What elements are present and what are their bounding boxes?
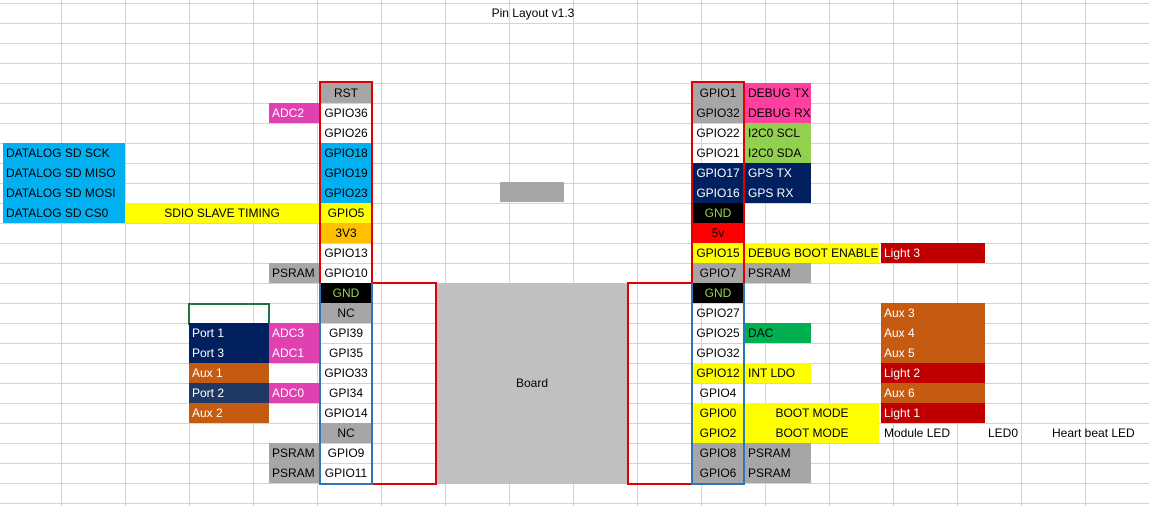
- right-pin-5v[interactable]: 5v: [693, 223, 743, 243]
- left-side-label[interactable]: PSRAM: [269, 443, 319, 463]
- left-pin-gpio23[interactable]: GPIO23: [321, 183, 371, 203]
- right-lower-outline: [627, 282, 693, 485]
- right-func-label[interactable]: GPS TX: [745, 163, 811, 183]
- right-extra-label[interactable]: Aux 5: [881, 343, 985, 363]
- right-func-label[interactable]: BOOT MODE: [745, 403, 879, 423]
- right-func-label[interactable]: I2C0 SDA: [745, 143, 811, 163]
- left-lower-outline: [371, 282, 437, 485]
- right-pin-gpio32[interactable]: GPIO32: [693, 103, 743, 123]
- left-pin-gpio5[interactable]: GPIO5: [321, 203, 371, 223]
- left-side-label[interactable]: ADC1: [269, 343, 319, 363]
- right-pin-gpio7[interactable]: GPIO7: [693, 263, 743, 283]
- right-pin-gpio32[interactable]: GPIO32: [696, 346, 740, 360]
- heartbeat-note[interactable]: Heart beat LED: [1052, 426, 1135, 440]
- left-pin-gpio26[interactable]: GPIO26: [324, 126, 368, 140]
- left-pin-rst[interactable]: RST: [321, 83, 371, 103]
- board-marker: [500, 182, 564, 202]
- right-func-label[interactable]: DEBUG BOOT ENABLE: [745, 243, 879, 263]
- right-extra-label[interactable]: Light 2: [881, 363, 985, 383]
- datalog-label[interactable]: DATALOG SD MISO: [3, 163, 125, 183]
- right-pin-gpio6[interactable]: GPIO6: [693, 463, 743, 483]
- right-func-label[interactable]: DEBUG RX: [745, 103, 811, 123]
- datalog-label[interactable]: DATALOG SD SCK: [3, 143, 125, 163]
- left-pin-nc[interactable]: NC: [321, 423, 371, 443]
- right-pin-gpio22[interactable]: GPIO22: [696, 126, 740, 140]
- right-func-label[interactable]: PSRAM: [745, 463, 811, 483]
- right-pin-gpio21[interactable]: GPIO21: [696, 146, 740, 160]
- left-pin-gpio9[interactable]: GPIO9: [327, 446, 365, 460]
- right-func-label[interactable]: DAC: [745, 323, 811, 343]
- left-port-label[interactable]: Port 3: [189, 343, 269, 363]
- right-pin-gpio17[interactable]: GPIO17: [693, 163, 743, 183]
- right-extra-label[interactable]: Light 3: [881, 243, 985, 263]
- right-pin-gnd[interactable]: GND: [693, 203, 743, 223]
- left-pin-gpio14[interactable]: GPIO14: [324, 406, 368, 420]
- left-pin-gpio33[interactable]: GPIO33: [324, 366, 368, 380]
- left-side-label[interactable]: ADC0: [269, 383, 319, 403]
- right-func-label[interactable]: INT LDO: [745, 363, 811, 383]
- led-label[interactable]: LED0: [988, 426, 1019, 440]
- left-side-label[interactable]: ADC2: [269, 103, 319, 123]
- left-pin-gpio36[interactable]: GPIO36: [324, 106, 368, 120]
- left-port-label[interactable]: Port 1: [189, 323, 269, 343]
- left-pin-gpi35[interactable]: GPI35: [328, 346, 364, 360]
- left-pin-gpio19[interactable]: GPIO19: [321, 163, 371, 183]
- right-pin-gpio4[interactable]: GPIO4: [699, 386, 737, 400]
- right-pin-gpio12[interactable]: GPIO12: [693, 363, 743, 383]
- right-extra-label[interactable]: Aux 3: [881, 303, 985, 323]
- right-func-label[interactable]: GPS RX: [745, 183, 811, 203]
- selected-cell[interactable]: [188, 303, 270, 325]
- right-pin-gpio8[interactable]: GPIO8: [693, 443, 743, 463]
- right-pin-gpio15[interactable]: GPIO15: [693, 243, 743, 263]
- sheet-title[interactable]: Pin Layout v1.3: [491, 6, 575, 20]
- right-extra-label[interactable]: Module LED: [884, 426, 951, 440]
- datalog-label[interactable]: DATALOG SD MOSI: [3, 183, 125, 203]
- right-pin-gpio16[interactable]: GPIO16: [693, 183, 743, 203]
- datalog-label[interactable]: DATALOG SD CS0: [3, 203, 125, 223]
- left-port-label[interactable]: Port 2: [189, 383, 269, 403]
- right-pin-gpio25[interactable]: GPIO25: [696, 326, 740, 340]
- left-pin-gpio18[interactable]: GPIO18: [321, 143, 371, 163]
- right-extra-label[interactable]: Aux 4: [881, 323, 985, 343]
- right-func-label[interactable]: BOOT MODE: [745, 423, 879, 443]
- right-pin-gpio2[interactable]: GPIO2: [693, 423, 743, 443]
- right-pin-gpio27[interactable]: GPIO27: [696, 306, 740, 320]
- left-port-label[interactable]: Aux 1: [189, 363, 269, 383]
- right-pin-gpio0[interactable]: GPIO0: [693, 403, 743, 423]
- left-pin-nc[interactable]: NC: [321, 303, 371, 323]
- left-pin-gpio13[interactable]: GPIO13: [324, 246, 368, 260]
- left-port-label[interactable]: Aux 2: [189, 403, 269, 423]
- right-pin-gpio1[interactable]: GPIO1: [693, 83, 743, 103]
- left-side-label[interactable]: ADC3: [269, 323, 319, 343]
- left-pin-3v3[interactable]: 3V3: [321, 223, 371, 243]
- sdio-label[interactable]: SDIO SLAVE TIMING: [125, 203, 319, 223]
- left-pin-gpi39[interactable]: GPI39: [328, 326, 364, 340]
- right-func-label[interactable]: DEBUG TX: [745, 83, 811, 103]
- right-func-label[interactable]: PSRAM: [745, 263, 811, 283]
- left-side-label[interactable]: PSRAM: [269, 463, 319, 483]
- left-side-label[interactable]: PSRAM: [269, 263, 319, 283]
- right-extra-label[interactable]: Aux 6: [881, 383, 985, 403]
- right-func-label[interactable]: I2C0 SCL: [745, 123, 811, 143]
- left-pin-gpio10[interactable]: GPIO10: [324, 266, 368, 280]
- right-extra-label[interactable]: Light 1: [881, 403, 985, 423]
- right-pin-gnd[interactable]: GND: [693, 283, 743, 303]
- left-pin-gnd[interactable]: GND: [321, 283, 371, 303]
- left-pin-gpio11[interactable]: GPIO11: [324, 466, 368, 480]
- board-body: [436, 283, 628, 484]
- right-func-label[interactable]: PSRAM: [745, 443, 811, 463]
- board-label: Board: [515, 376, 549, 390]
- left-pin-gpi34[interactable]: GPI34: [328, 386, 364, 400]
